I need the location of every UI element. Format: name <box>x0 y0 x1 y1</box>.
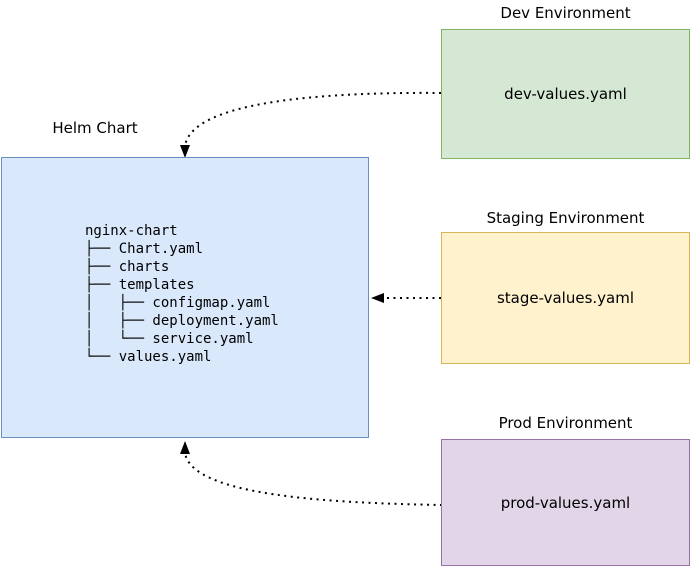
staging-arrowhead-icon <box>371 293 384 303</box>
prod-arrowhead-icon <box>180 441 190 454</box>
prod-to-helm-arrow <box>184 452 443 506</box>
dev-arrowhead-icon <box>180 145 190 158</box>
prod-values-file-label: prod-values.yaml <box>500 493 631 512</box>
helm-chart-file-tree: nginx-chart ├── Chart.yaml ├── charts ├─… <box>85 223 279 365</box>
dev-to-helm-arrow <box>184 91 442 147</box>
helm-chart-label: Helm Chart <box>52 119 138 137</box>
staging-environment-label: Staging Environment <box>486 209 645 227</box>
dev-environment-box: dev-values.yaml <box>441 29 690 159</box>
dev-values-file-label: dev-values.yaml <box>504 85 627 103</box>
prod-environment-label: Prod Environment <box>498 414 633 432</box>
helm-chart-box: nginx-chart ├── Chart.yaml ├── charts ├─… <box>1 157 369 438</box>
staging-environment-box: stage-values.yaml <box>441 232 690 364</box>
stage-values-file-label: stage-values.yaml <box>496 289 635 307</box>
dev-environment-label: Dev Environment <box>500 4 631 22</box>
prod-environment-box: prod-values.yaml <box>441 439 690 566</box>
